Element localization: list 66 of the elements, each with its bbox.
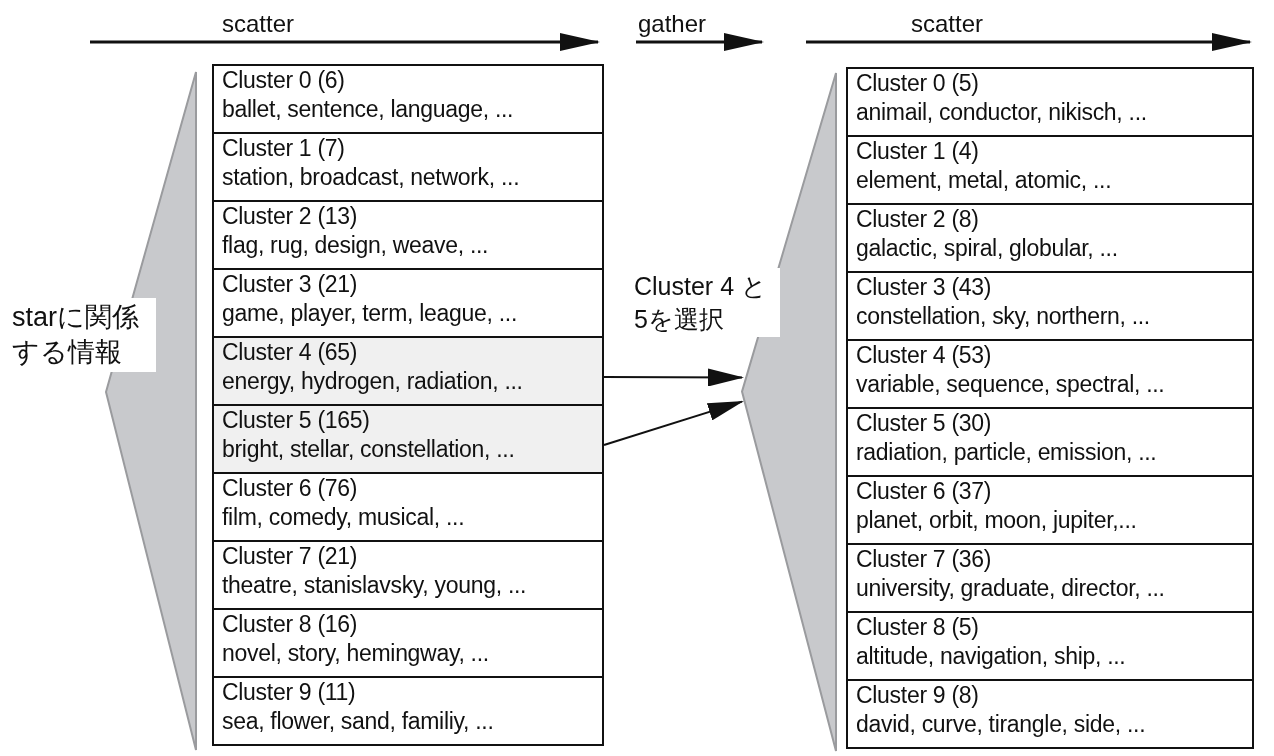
cluster-box [212,676,604,746]
cluster-box [846,611,1254,681]
cluster-title: Cluster 3 (21) [221,270,358,299]
cluster-box [212,200,604,270]
cluster-box [846,475,1254,545]
keyword-list: sea, flower, sand, familiy, ... [214,707,494,736]
cluster-box [846,203,1254,273]
cluster-title: Cluster 3 (43) [855,273,992,302]
keyword-list: ballet, sentence, language, ... [214,95,514,124]
cluster-title: Cluster 6 (76) [221,474,358,503]
arrow [603,400,744,446]
keyword-list: variable, sequence, spectral, ... [848,370,1165,399]
cluster-box [212,608,604,678]
cluster-title: Cluster 8 (5) [855,613,979,642]
cluster-box [212,404,604,474]
cluster-box [846,271,1254,341]
cluster-box [212,132,604,202]
cluster-title: Cluster 4 (65) [221,338,358,367]
cluster-title: Cluster 4 (53) [855,341,992,370]
cluster-title: Cluster 8 (16) [221,610,358,639]
cluster-title: Cluster 9 (8) [855,681,979,710]
keyword-list: radiation, particle, emission, ... [848,438,1157,467]
cluster-box [212,268,604,338]
cluster-title: Cluster 7 (21) [221,542,358,571]
cluster-box [846,543,1254,613]
keyword-list: game, player, term, league, ... [214,299,517,328]
cluster-box [212,336,604,406]
cluster-box [212,540,604,610]
cluster-title: Cluster 6 (37) [855,477,992,506]
cluster-box [212,472,604,542]
arrow-label: gather [638,10,707,38]
arrow [603,368,744,387]
keyword-list: bright, stellar, constellation, ... [214,435,515,464]
keyword-list: constellation, sky, northern, ... [848,302,1150,331]
cluster-title: Cluster 9 (11) [221,678,356,707]
cluster-box [846,679,1254,749]
keyword-list: station, broadcast, network, ... [214,163,520,192]
keyword-list: flag, rug, design, weave, ... [214,231,489,260]
cluster-title: Cluster 1 (4) [855,137,979,166]
keyword-list: energy, hydrogen, radiation, ... [214,367,523,396]
cluster-title: Cluster 5 (30) [855,409,992,438]
cluster-box [846,135,1254,205]
keyword-list: galactic, spiral, globular, ... [848,234,1118,263]
arrow-label: scatter [911,10,984,38]
keyword-list: theatre, stanislavsky, young, ... [214,571,527,600]
cluster-box [846,67,1254,137]
keyword-list: animail, conductor, nikisch, ... [848,98,1147,127]
arrow-label: scatter [222,10,295,38]
keyword-list: novel, story, hemingway, ... [214,639,489,668]
cluster-title: Cluster 0 (5) [855,69,979,98]
cluster-title: Cluster 5 (165) [221,406,370,435]
keyword-list: david, curve, tirangle, side, ... [848,710,1146,739]
cluster-box [846,339,1254,409]
wedge-shape [740,72,840,752]
cluster-box [846,407,1254,477]
keyword-list: film, comedy, musical, ... [214,503,465,532]
keyword-list: university, graduate, director, ... [848,574,1165,603]
cluster-title: Cluster 2 (8) [855,205,979,234]
cluster-title: Cluster 2 (13) [221,202,358,231]
keyword-list: element, metal, atomic, ... [848,166,1112,195]
keyword-list: altitude, navigation, ship, ... [848,642,1126,671]
cluster-title: Cluster 0 (6) [221,66,345,95]
cluster-title: Cluster 1 (7) [221,134,345,163]
cluster-title: Cluster 7 (36) [855,545,992,574]
cluster-box [212,64,604,134]
keyword-list: planet, orbit, moon, jupiter,... [848,506,1137,535]
